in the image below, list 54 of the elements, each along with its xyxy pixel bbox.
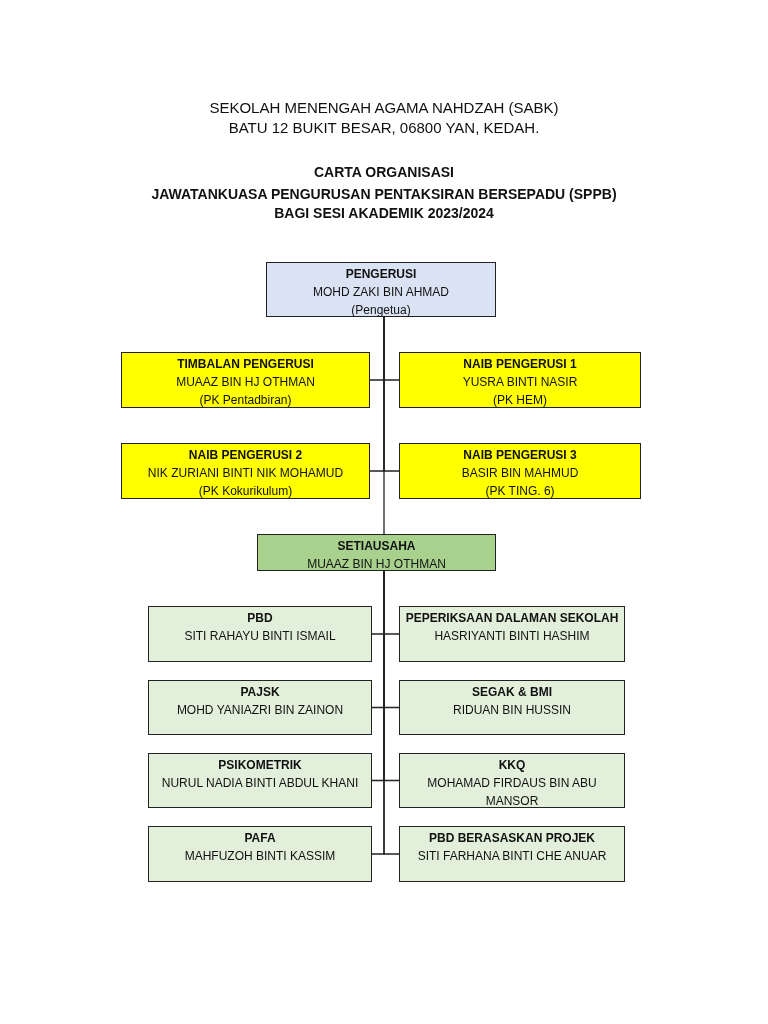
role-title: PBD [247,610,273,627]
connector-line [383,570,400,855]
position-note: (PK HEM) [493,392,547,409]
member-name: MOHAMAD FIRDAUS BIN ABU MANSOR [426,775,598,810]
org-box [399,443,641,499]
member-name: MOHD YANIAZRI BIN ZAINON [176,702,344,719]
org-box [148,680,372,735]
org-box [399,352,641,408]
member-name: NURUL NADIA BINTI ABDUL KHANI [161,775,359,792]
role-title: TIMBALAN PENGERUSI [177,356,314,373]
position-note: (PK TING. 6) [485,483,555,500]
org-box [257,534,496,571]
role-title: PENGERUSI [345,266,417,283]
session-subtitle: BAGI SESI AKADEMIK 2023/2024 [274,205,494,221]
role-title: SEGAK & BMI [472,684,552,701]
role-title: PAFA [244,830,276,847]
member-name: RIDUAN BIN HUSSIN [453,702,571,719]
member-name: NIK ZURIANI BINTI NIK MOHAMUD [147,465,344,482]
member-name: SITI RAHAYU BINTI ISMAIL [184,628,336,645]
role-title: PBD BERASASKAN PROJEK [429,830,595,847]
role-title: KKQ [498,757,526,774]
school-name: SEKOLAH MENENGAH AGAMA NAHDZAH (SABK) [209,99,559,116]
school-address: BATU 12 BUKIT BESAR, 06800 YAN, KEDAH. [228,119,540,136]
role-title: PEPERIKSAAN DALAMAN SEKOLAH [405,610,619,627]
org-box [399,753,625,808]
org-box [121,352,370,408]
connector-line [383,316,385,535]
org-box [121,443,370,499]
role-title: NAIB PENGERUSI 1 [463,356,577,373]
member-name: MAHFUZOH BINTI KASSIM [184,848,336,865]
chart-title: CARTA ORGANISASI [314,164,454,180]
org-box [148,753,372,808]
position-note: (PK Kokurikulum) [198,483,293,500]
role-title: SETIAUSAHA [337,538,416,555]
org-box [266,262,496,317]
role-title: NAIB PENGERUSI 3 [463,447,577,464]
org-box [399,680,625,735]
member-name: YUSRA BINTI NASIR [462,374,578,391]
org-box [148,826,372,882]
member-name: MUAAZ BIN HJ OTHMAN [176,374,315,391]
chart-subtitle: JAWATANKUASA PENGURUSAN PENTAKSIRAN BERSEPADU (SPPB) [151,186,617,202]
member-name: BASIR BIN MAHMUD [461,465,579,482]
role-title: NAIB PENGERUSI 2 [188,447,303,464]
position-note: (PK Pentadbiran) [199,392,292,409]
member-name: HASRIYANTI BINTI HASHIM [434,628,590,645]
position-note: (Pengetua) [351,302,411,319]
org-box [399,606,625,662]
org-box [148,606,372,662]
member-name: MUAAZ BIN HJ OTHMAN [307,556,446,573]
role-title: PSIKOMETRIK [218,757,302,774]
role-title: PAJSK [240,684,280,701]
member-name: MOHD ZAKI BIN AHMAD [313,284,449,301]
member-name: SITI FARHANA BINTI CHE ANUAR [417,848,607,865]
org-box [399,826,625,882]
